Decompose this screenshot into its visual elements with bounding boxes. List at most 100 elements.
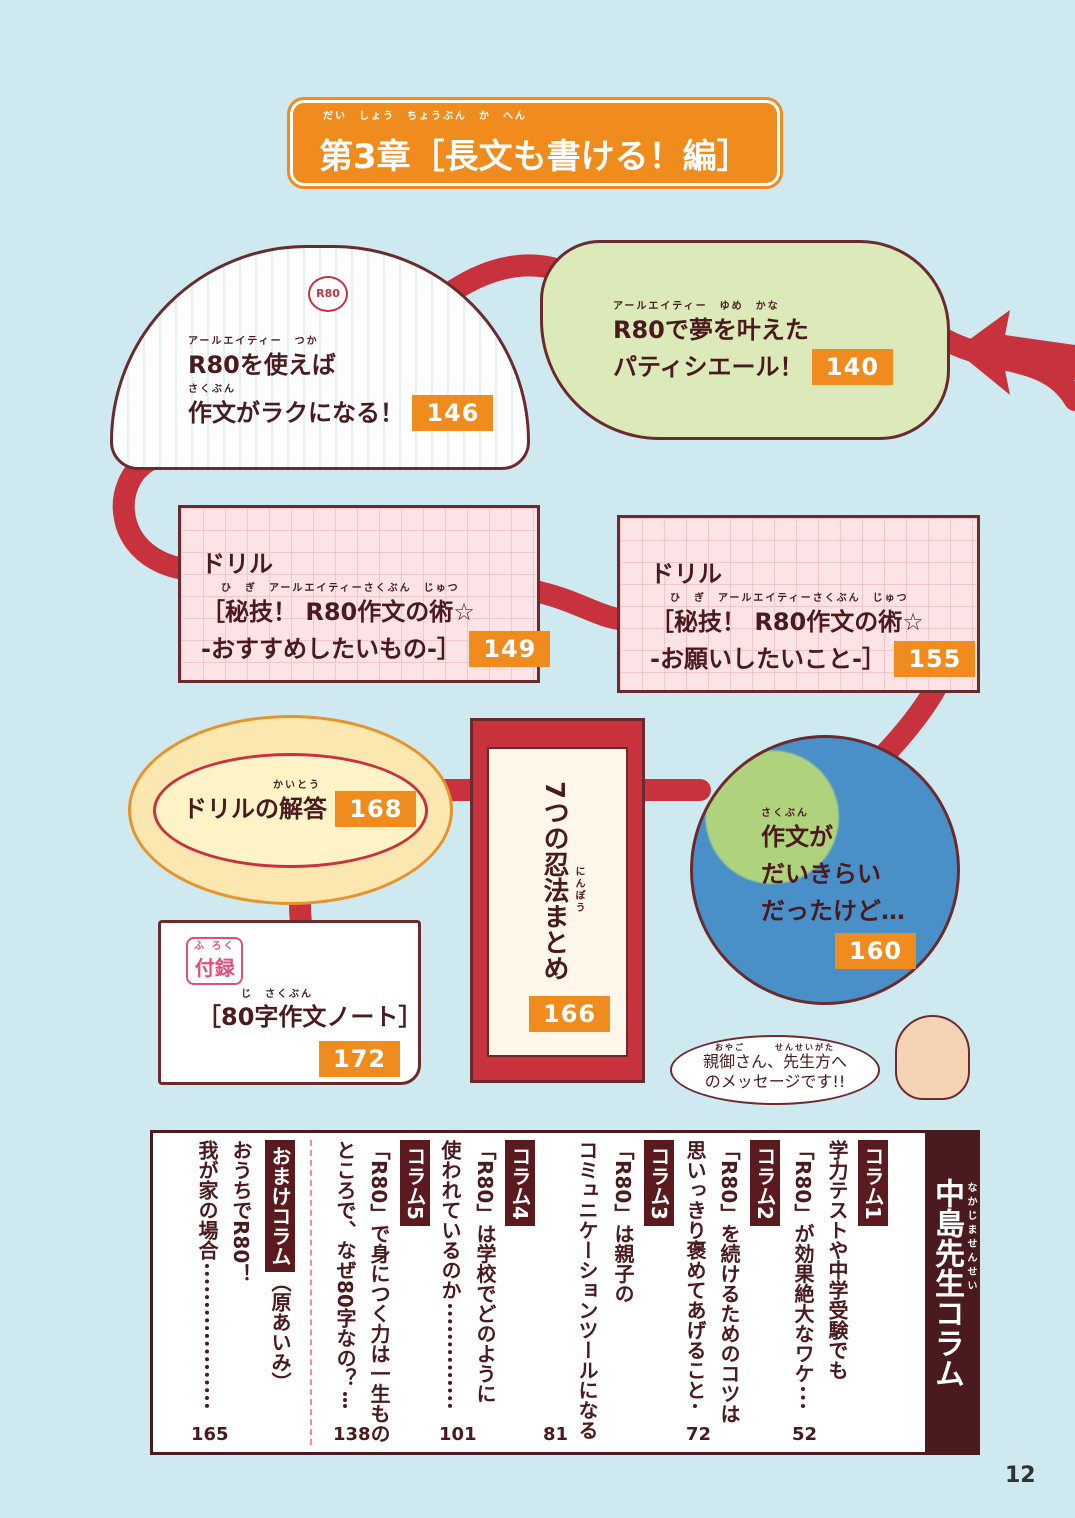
column-item-6[interactable]: おまけコラム（原あいみ） [265, 1140, 295, 1392]
column-page[interactable]: 81 [543, 1424, 569, 1445]
section-title-text: 中島先生コラム [929, 1178, 964, 1388]
column-page[interactable]: 165 [191, 1424, 229, 1445]
column-page[interactable]: 52 [792, 1424, 818, 1445]
column-item-3[interactable]: コラム3 [644, 1140, 674, 1226]
entry-title-line: ［秘技！ R80作文の術☆ [201, 598, 475, 626]
column-title-line: 使われているのか [438, 1140, 462, 1300]
column-title-line: 「R80」は学校でどのように [473, 1140, 497, 1404]
column-title-line: 「R80」は親子の [611, 1140, 635, 1304]
entry-title-line: ドリル [650, 560, 722, 588]
r80-emblem: R80 [308, 276, 348, 312]
column-page[interactable]: 101 [439, 1424, 477, 1445]
column-item-5[interactable]: コラム5 [400, 1140, 430, 1226]
column-line: コミュニケーションツールになる [572, 1140, 602, 1448]
column-author: （原あいみ） [268, 1272, 292, 1392]
furigana: かいとう [273, 780, 321, 791]
leader-dots [343, 1391, 347, 1408]
arrow-icon [955, 310, 1075, 395]
column-line: 我が家の場合 [192, 1140, 222, 1412]
furigana: ひ ぎ アールエイティーさくぶん じゅつ [221, 583, 460, 594]
column-page[interactable]: 138 [333, 1424, 371, 1445]
entry-title-line: ［80字作文ノート］ [197, 1003, 423, 1031]
column-line: 思いっきり褒めてあげること [680, 1140, 710, 1412]
column-title-line: 「R80」を続けるためのコツは [717, 1140, 741, 1424]
entry-title-line: だったけど… [761, 897, 905, 925]
furigana: おやご せんせいがた [715, 1043, 835, 1052]
entry-title-line: 7つの忍法まとめ [539, 781, 569, 982]
column-label: コラム3 [644, 1140, 674, 1226]
furigana: アールエイティー つか [188, 336, 319, 347]
furigana: アールエイティー ゆめ かな [613, 301, 780, 312]
appendix-badge: 付録 [194, 956, 235, 980]
page-badge[interactable]: 146 [412, 395, 494, 431]
furigana: さくぶん [761, 808, 809, 819]
page-badge[interactable]: 140 [811, 349, 894, 385]
entry-title-line: -お願いしたいこと-］ [650, 645, 886, 673]
leader-dots [693, 1404, 697, 1408]
speech-bubble: おやご せんせいがた 親御さん、先生方へ のメッセージです!! [670, 1035, 880, 1105]
column-title-line: 我が家の場合 [195, 1140, 219, 1260]
leader-dots [801, 1387, 805, 1408]
furigana: じ さくぶん [241, 989, 313, 1000]
column-item-1[interactable]: コラム1 [858, 1140, 888, 1226]
column-label: コラム1 [858, 1140, 888, 1226]
entry-title-line: -おすすめしたいもの-］ [201, 635, 461, 663]
entry-title-line: 作文がラクになる！ [188, 399, 404, 427]
column-label: おまけコラム [265, 1140, 295, 1272]
column-title-line: 学力テストや中学受験でも [825, 1140, 849, 1380]
column-label: コラム5 [400, 1140, 430, 1226]
column-line: 「R80」は親子の [608, 1140, 638, 1303]
entry-title-line: ［秘技！ R80作文の術☆ [650, 608, 924, 636]
furigana: ひ ぎ アールエイティーさくぶん じゅつ [670, 593, 909, 604]
entry-title-line: ドリルの解答 [183, 795, 327, 823]
teacher-avatar [895, 1015, 970, 1100]
column-line: 「R80」で身につく力は一生もの [364, 1140, 394, 1443]
page-badge[interactable]: 172 [319, 1041, 401, 1077]
column-line: 「R80」を続けるためのコツは [714, 1140, 744, 1423]
ninpo-scroll-entry[interactable]: 7つの忍法まとめ にんぽう 166 [470, 718, 645, 1083]
chapter-furigana: だい しょう ちょうぶん か へん [323, 111, 527, 122]
answers-entry[interactable]: かいとう ドリルの解答 168 [128, 715, 453, 905]
column-item-2[interactable]: コラム2 [750, 1140, 780, 1226]
columns-section-title: 中島先生コラム なかじませんせい [925, 1130, 980, 1455]
chapter-title: 第3章［長文も書ける！編］ [319, 137, 751, 177]
chapter-banner: だい しょう ちょうぶん か へん 第3章［長文も書ける！編］ [290, 100, 780, 186]
column-line: おうちでR80！ [226, 1140, 256, 1283]
furigana: にんぽう [573, 866, 584, 914]
entry-title-line: パティシエール！ [613, 353, 804, 381]
appendix-entry[interactable]: ふ ろく 付録 じ さくぶん ［80字作文ノート］ 172 [158, 920, 423, 1085]
column-item-4[interactable]: コラム4 [505, 1140, 535, 1226]
drill-entry-2[interactable]: ドリル ひ ぎ アールエイティーさくぶん じゅつ ［秘技！ R80作文の術☆ -… [617, 515, 980, 693]
page-badge[interactable]: 149 [469, 631, 551, 667]
column-title-line: 「R80」が効果絶大なワケ [791, 1140, 815, 1384]
leader-dots [205, 1264, 209, 1408]
globe-entry[interactable]: さくぶん 作文が だいきらい だったけど… 160 [690, 735, 960, 1005]
column-label: コラム4 [505, 1140, 535, 1226]
section-title-furigana: なかじませんせい [965, 1182, 976, 1294]
drill-entry-1[interactable]: ドリル ひ ぎ アールエイティーさくぶん じゅつ ［秘技！ R80作文の術☆ -… [178, 505, 551, 683]
column-label: コラム2 [750, 1140, 780, 1226]
page-badge[interactable]: 160 [835, 933, 917, 969]
furigana: さくぶん [188, 384, 236, 395]
entry-title-line: R80で夢を叶えた [613, 316, 809, 344]
column-line: ところで、なぜ80字なの？ [330, 1140, 360, 1412]
column-line: 「R80」が効果絶大なワケ [788, 1140, 818, 1412]
entry-title-line: 作文が [761, 823, 833, 851]
furigana: ふ ろく [194, 941, 236, 952]
page-badge[interactable]: 166 [529, 996, 611, 1032]
entry-title-line: だいきらい [761, 860, 881, 888]
entry-title-line: ドリル [201, 550, 273, 578]
patissier-entry[interactable]: アールエイティー ゆめ かな R80で夢を叶えた パティシエール！ 140 [540, 240, 950, 440]
section-divider [310, 1140, 312, 1445]
column-line: 「R80」は学校でどのように [470, 1140, 500, 1403]
column-page[interactable]: 72 [686, 1424, 712, 1445]
column-title-line: ところで、なぜ80字なの？ [333, 1140, 357, 1388]
page-badge[interactable]: 168 [335, 791, 417, 827]
speech-line: 親御さん、先生方へ [702, 1052, 847, 1071]
speech-line: のメッセージです!! [704, 1072, 846, 1091]
column-line: 学力テストや中学受験でも [822, 1140, 852, 1380]
column-line: 使われているのか [435, 1140, 465, 1412]
page-badge[interactable]: 155 [894, 641, 976, 677]
column-title-line: 「R80」で身につく力は一生もの [367, 1140, 391, 1444]
